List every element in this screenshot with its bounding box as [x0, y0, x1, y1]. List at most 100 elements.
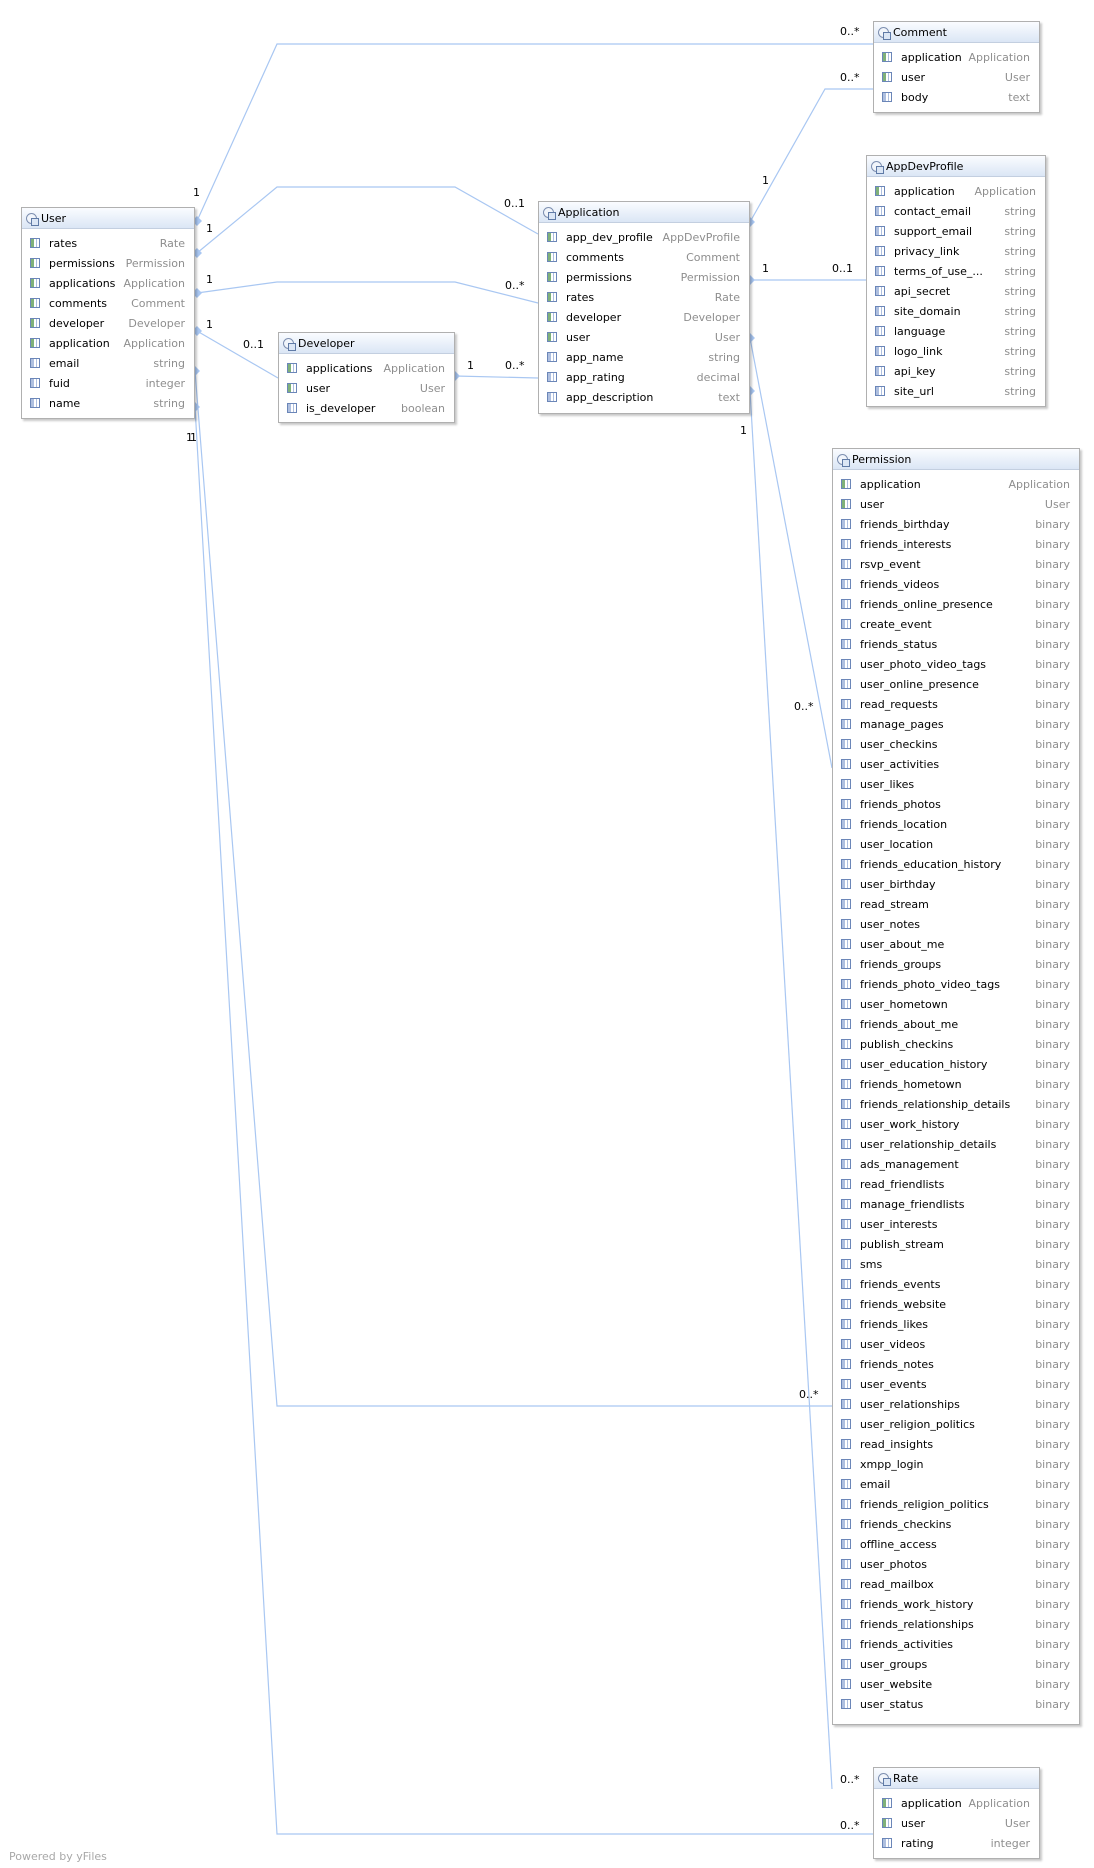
app-rate-edge[interactable] [749, 390, 833, 1790]
entity-header[interactable]: Rate [874, 1768, 1039, 1789]
entity-header[interactable]: Application [539, 202, 749, 223]
comment-user-edge[interactable] [196, 43, 873, 222]
user-rate-edge[interactable] [194, 406, 873, 1835]
app-permission-edge[interactable] [749, 337, 833, 769]
user-developer-edge[interactable] [196, 330, 279, 379]
entity-header[interactable]: Permission [833, 449, 1079, 470]
comment-app-edge[interactable] [749, 88, 873, 223]
entity-header[interactable]: AppDevProfile [867, 156, 1045, 177]
developer-app-edge[interactable] [454, 375, 539, 379]
entity-header[interactable]: Comment [874, 22, 1039, 43]
entity-header[interactable]: User [22, 208, 194, 229]
user-permission-edge[interactable] [194, 370, 832, 1407]
entity-header[interactable]: Developer [279, 333, 454, 354]
user-applications-edge[interactable] [196, 281, 539, 304]
